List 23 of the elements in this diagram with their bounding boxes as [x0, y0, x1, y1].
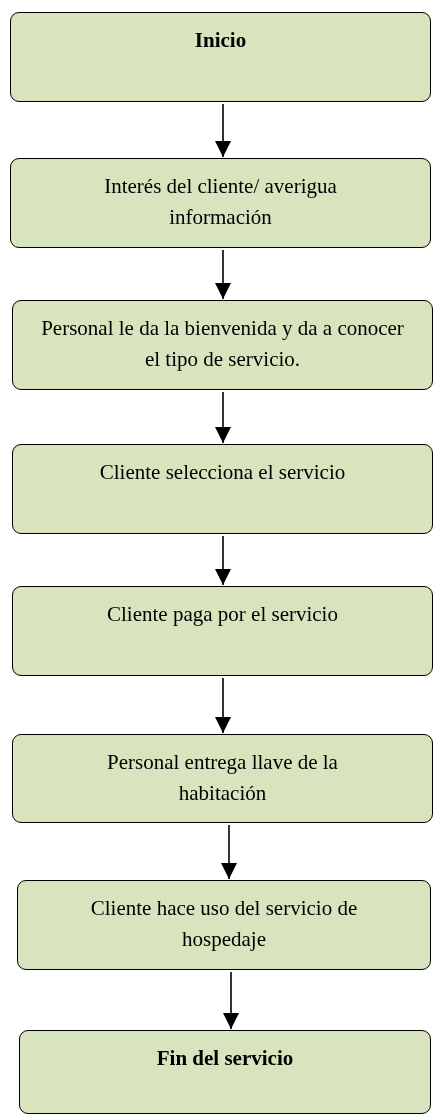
process-box — [17, 880, 431, 970]
arrow — [215, 103, 231, 158]
arrow — [215, 535, 231, 586]
arrow — [215, 249, 231, 300]
terminal-box — [19, 1030, 431, 1114]
step-text: Cliente hace uso del servicio de hospedaje — [89, 895, 359, 953]
arrow — [215, 391, 231, 444]
step-text: Cliente selecciona el servicio — [99, 459, 346, 486]
step-text: Interés del cliente/ averigua información — [103, 173, 338, 231]
step-text: Personal le da la bienvenida y da a conocer el tipo de servicio. — [40, 315, 405, 373]
arrow — [221, 824, 237, 880]
step-text: Inicio — [194, 27, 247, 54]
arrow — [223, 971, 239, 1030]
arrow — [215, 677, 231, 734]
terminal-box — [10, 12, 431, 102]
process-box — [12, 586, 433, 676]
process-box — [12, 300, 433, 390]
process-box — [12, 444, 433, 534]
step-text: Fin del servicio — [156, 1045, 294, 1072]
step-text: Cliente paga por el servicio — [107, 601, 338, 628]
process-box — [10, 158, 431, 248]
process-box — [12, 734, 433, 823]
step-text: Personal entrega llave de la habitación — [106, 749, 339, 807]
